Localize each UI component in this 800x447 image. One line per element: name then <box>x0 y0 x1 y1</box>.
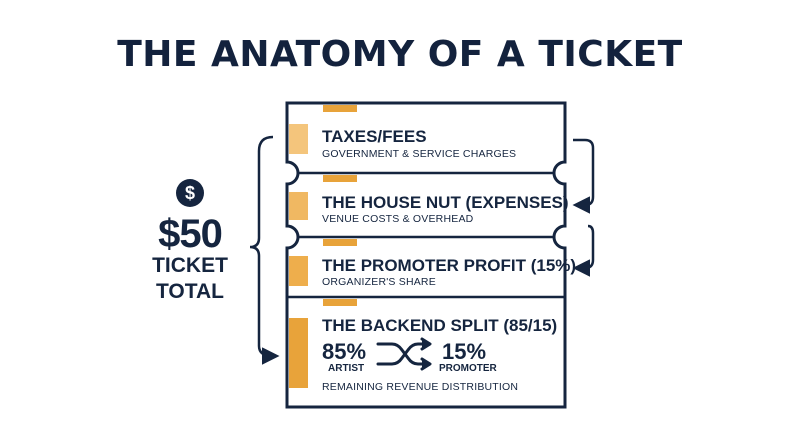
promoter-percent: 15% <box>442 339 487 364</box>
section-bar-house <box>289 192 308 220</box>
left-bracket <box>249 135 280 365</box>
section-bar-backend <box>289 318 308 388</box>
promoter-label: PROMOTER <box>439 363 497 374</box>
section-subtitle-backend: REMAINING REVENUE DISTRIBUTION <box>322 381 519 393</box>
total-label-total: TOTAL <box>155 280 225 303</box>
total-label-ticket: TICKET <box>152 254 228 277</box>
total-amount: $50 <box>158 212 223 256</box>
section-bar-promoter <box>289 256 308 286</box>
artist-percent: 85% <box>322 339 367 364</box>
section-subtitle-promoter: ORGANIZER'S SHARE <box>322 276 436 288</box>
section-bar-taxes <box>289 124 308 154</box>
section-title-taxes: TAXES/FEES <box>322 127 427 146</box>
page-title: THE ANATOMY OF A TICKET <box>117 34 683 75</box>
right-arrow-1 <box>572 138 595 214</box>
section-subtitle-taxes: GOVERNMENT & SERVICE CHARGES <box>322 148 517 160</box>
section-title-house: THE HOUSE NUT (EXPENSES) <box>322 193 569 212</box>
right-arrow-2 <box>572 224 595 277</box>
section-title-backend: THE BACKEND SPLIT (85/15) <box>322 316 558 335</box>
section-title-promoter: THE PROMOTER PROFIT (15%) <box>322 256 577 275</box>
top-tab-3 <box>323 239 357 246</box>
section-subtitle-house: VENUE COSTS & OVERHEAD <box>322 213 474 225</box>
shuffle-arrows-icon <box>376 337 432 371</box>
top-tab-4 <box>323 299 357 306</box>
top-tab-2 <box>323 175 357 182</box>
artist-label: ARTIST <box>328 363 365 374</box>
dollar-icon: $ <box>176 179 204 207</box>
top-tab-1 <box>323 105 357 112</box>
